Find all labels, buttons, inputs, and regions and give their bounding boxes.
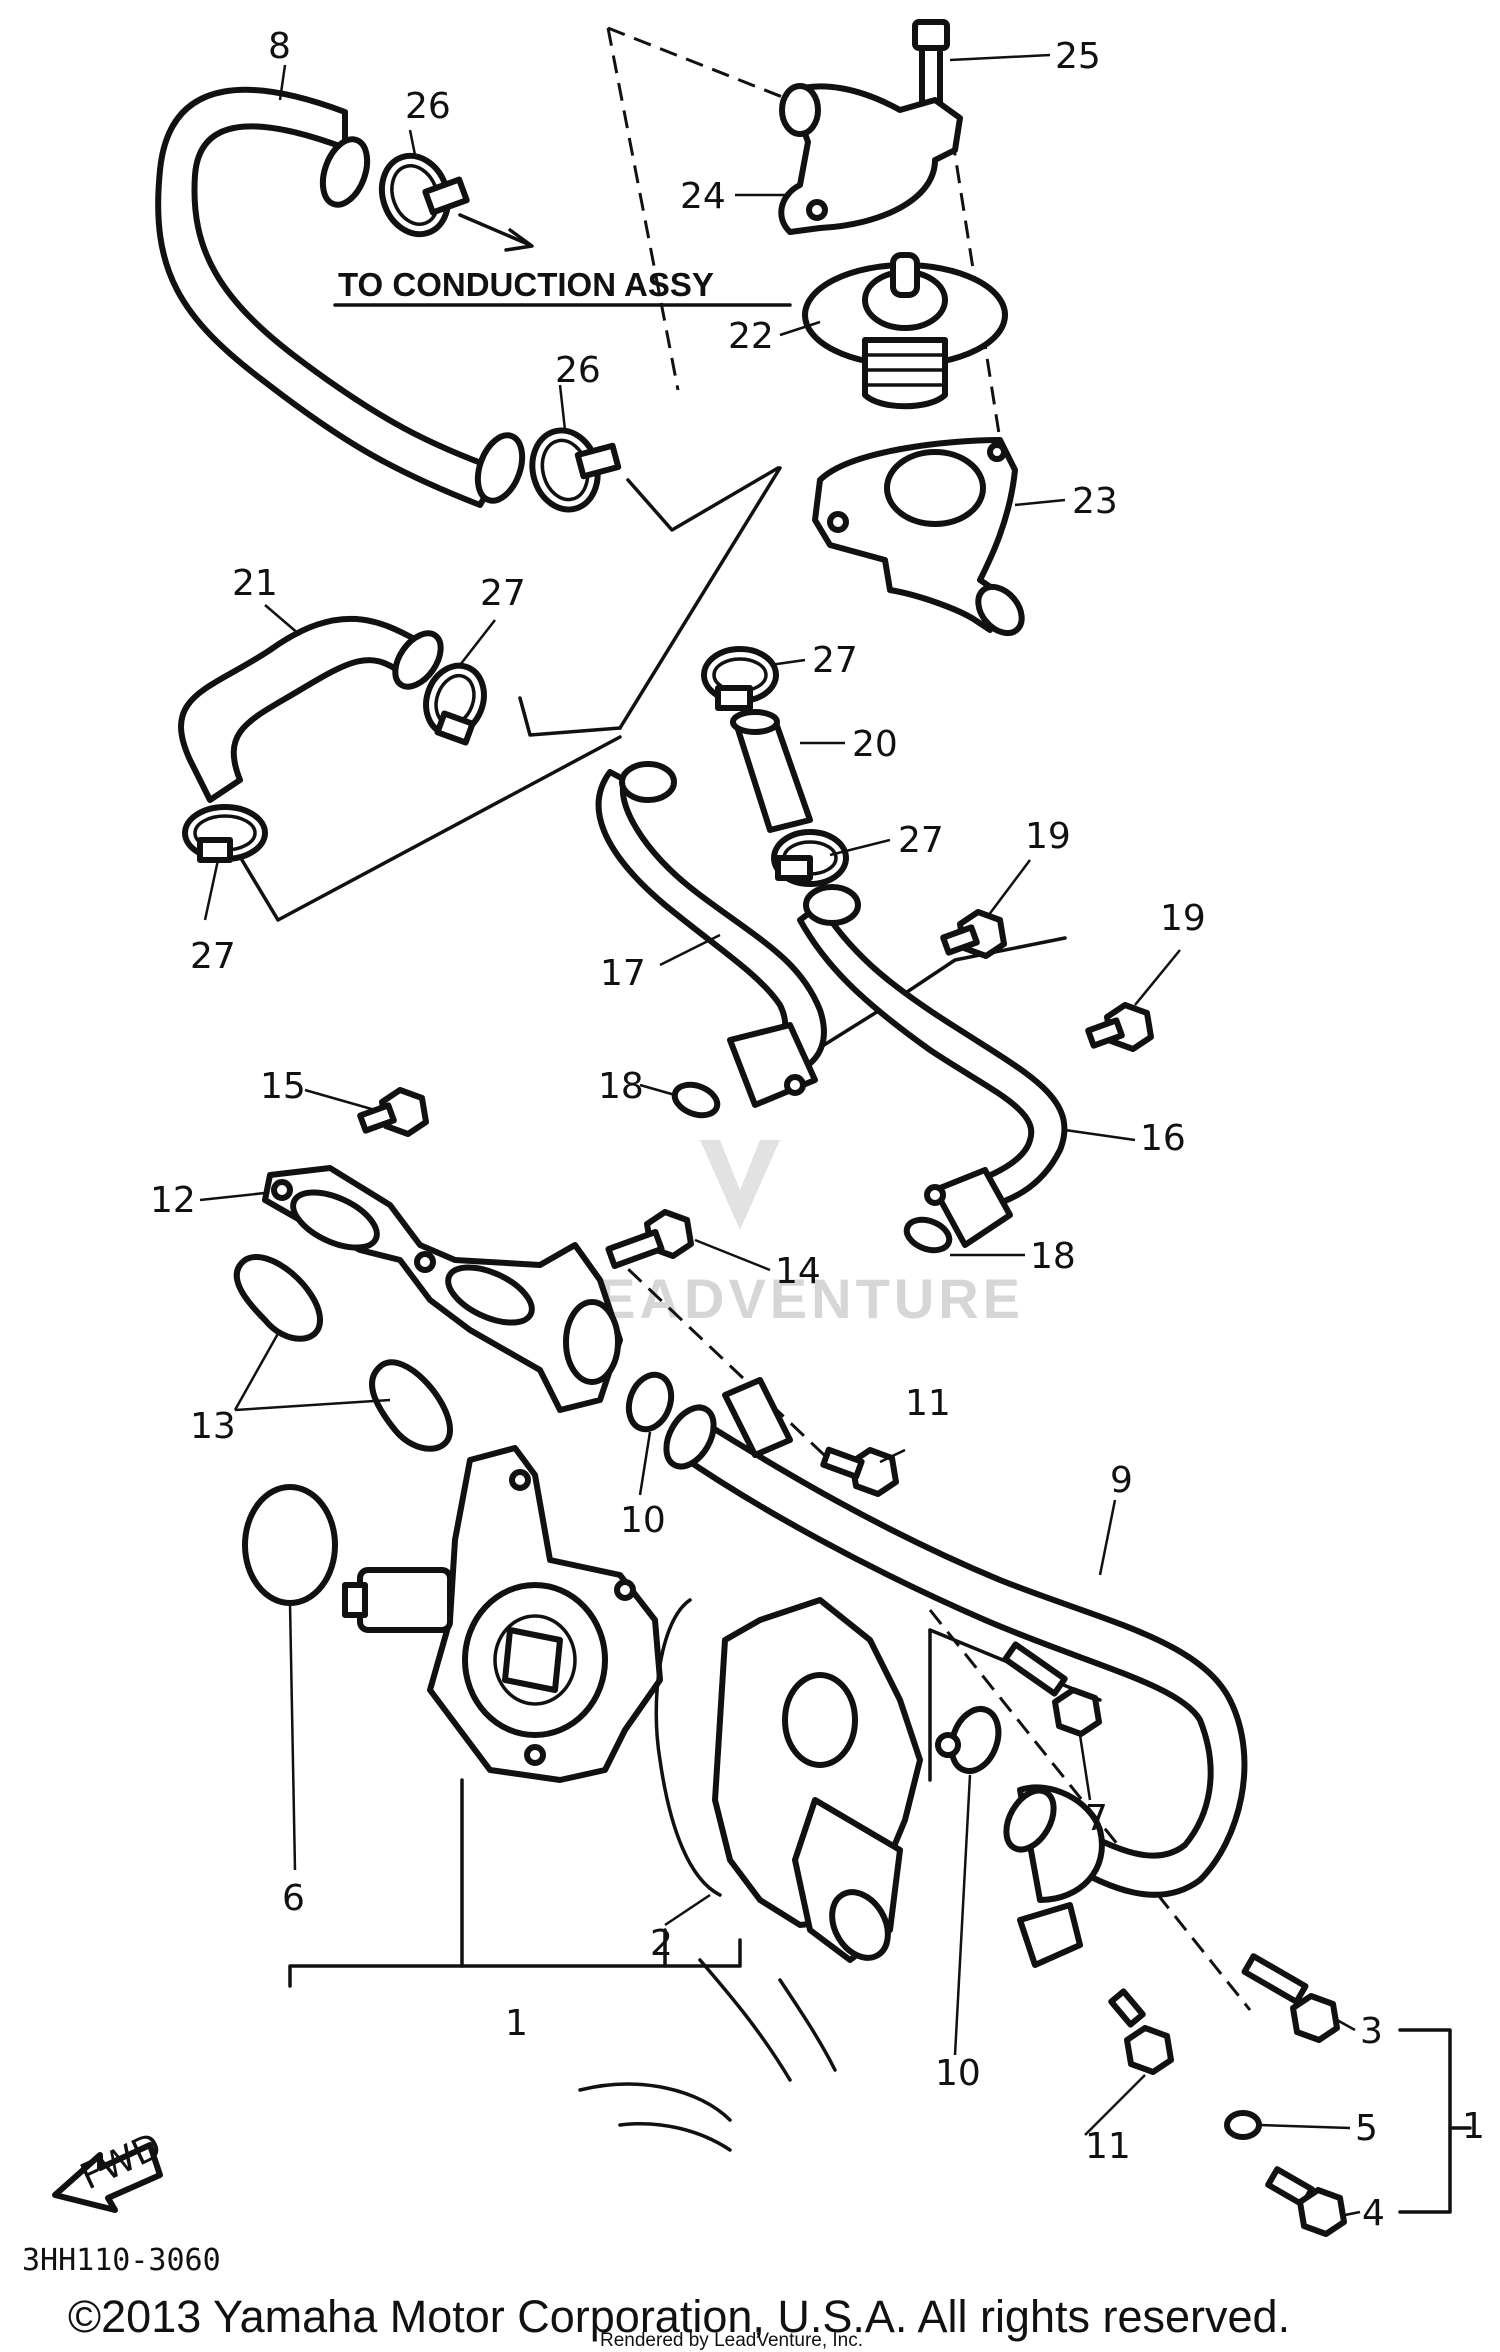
- callout-7: 7: [1085, 1798, 1108, 1839]
- callout-16: 16: [1140, 1118, 1186, 1159]
- callout-leaders: [199, 53, 1361, 2217]
- connection-lines: [234, 466, 1472, 2214]
- callout-2: 2: [650, 1923, 673, 1964]
- hose-clamp-27-b: [182, 804, 268, 863]
- callout-6: 6: [282, 1878, 305, 1919]
- hose-20: [730, 709, 813, 833]
- callout-19-lower: 19: [1160, 898, 1206, 939]
- rendered-by-text: Rendered by LeadVenture, Inc.: [600, 2330, 863, 2351]
- callout-18-left: 18: [598, 1066, 644, 1107]
- callout-24: 24: [680, 176, 726, 217]
- thermostat-22: [802, 252, 1008, 410]
- o-ring-10-upper: [625, 1371, 675, 1433]
- washer-5: [1224, 2110, 1262, 2140]
- gasket-2: [654, 1598, 722, 1897]
- callout-1-bracket: 1: [1462, 2106, 1485, 2147]
- callout-21: 21: [232, 563, 278, 604]
- bolt-4: [1265, 2166, 1347, 2237]
- callout-26-upper: 26: [405, 86, 451, 127]
- copyright-notice: ©2013 Yamaha Motor Corporation, U.S.A. A…: [68, 2291, 1290, 2342]
- hose-clamp-27-d: [771, 829, 849, 887]
- gasket-13-upper: [233, 1254, 323, 1342]
- pump-housing-cover: [712, 1597, 961, 1963]
- hose-8: [155, 86, 526, 508]
- callout-15: 15: [260, 1066, 306, 1107]
- callout-1-pump: 1: [505, 2003, 528, 2044]
- hose-clamp-26-upper: [378, 152, 470, 238]
- callout-8: 8: [268, 26, 291, 67]
- bolt-19-lower: [1085, 1002, 1154, 1052]
- callout-18-right: 18: [1030, 1236, 1076, 1277]
- joint-12: [262, 1165, 623, 1413]
- diagram-code: 3HH110-3060: [22, 2243, 221, 2278]
- forward-arrow: FWD: [52, 2125, 168, 2213]
- pipe-16: [797, 884, 1068, 1248]
- callout-19-upper: 19: [1025, 816, 1071, 857]
- hose-clamp-26-lower: [529, 427, 622, 513]
- callout-3: 3: [1360, 2011, 1383, 2052]
- callout-26-lower: 26: [555, 350, 601, 391]
- thermostat-housing-23: [812, 437, 1025, 637]
- callout-27-a: 27: [480, 573, 526, 614]
- hose-clamp-27-a: [423, 662, 487, 746]
- gasket-13-lower: [369, 1359, 453, 1452]
- bolt-15: [357, 1087, 429, 1137]
- callout-9: 9: [1110, 1460, 1133, 1501]
- hose-21: [178, 615, 444, 803]
- watermark: LEADVENTURE: [560, 1140, 1020, 1330]
- callout-22: 22: [728, 316, 774, 357]
- bolt-7: [1002, 1641, 1102, 1737]
- hose-clamp-27-c: [701, 646, 779, 711]
- o-ring-18-right: [903, 1216, 953, 1254]
- conduction-note-text: TO CONDUCTION ASSY: [338, 266, 714, 303]
- callout-23: 23: [1072, 481, 1118, 522]
- thermostat-cover-24: [778, 83, 963, 235]
- bolt-19-upper: [940, 909, 1007, 959]
- bolt-14: [605, 1209, 694, 1270]
- callout-25: 25: [1055, 36, 1101, 77]
- callout-5: 5: [1355, 2108, 1378, 2149]
- callout-17: 17: [600, 953, 646, 994]
- bolt-11-lower: [1108, 1988, 1174, 2075]
- callout-11-upper: 11: [905, 1383, 951, 1424]
- o-ring-18-left: [671, 1081, 721, 1119]
- o-ring-6: [242, 1484, 338, 1606]
- callout-20: 20: [852, 724, 898, 765]
- pipe-9: [663, 1377, 1248, 1968]
- callout-14: 14: [775, 1251, 821, 1292]
- callout-27-d: 27: [898, 820, 944, 861]
- callout-numbers: 8 26 26 25 24 22 23 21 27 27 27 27 20 19…: [150, 26, 1485, 2234]
- bolt-25: [912, 19, 950, 113]
- callout-10-upper: 10: [620, 1500, 666, 1541]
- callout-13: 13: [190, 1406, 236, 1447]
- bolt-11-upper: [820, 1446, 899, 1497]
- callout-4: 4: [1362, 2193, 1385, 2234]
- callout-11-lower: 11: [1085, 2126, 1131, 2167]
- conduction-note: TO CONDUCTION ASSY: [333, 213, 792, 307]
- bolt-3: [1241, 1953, 1340, 2043]
- pipe-17: [595, 761, 827, 1108]
- water-pump-1: [342, 1445, 663, 1783]
- callout-12: 12: [150, 1180, 196, 1221]
- o-ring-10-lower: [948, 1706, 1002, 1774]
- callout-27-b: 27: [190, 936, 236, 977]
- callout-27-c: 27: [812, 640, 858, 681]
- engine-outline: [578, 1958, 837, 2152]
- callout-10-lower: 10: [935, 2053, 981, 2094]
